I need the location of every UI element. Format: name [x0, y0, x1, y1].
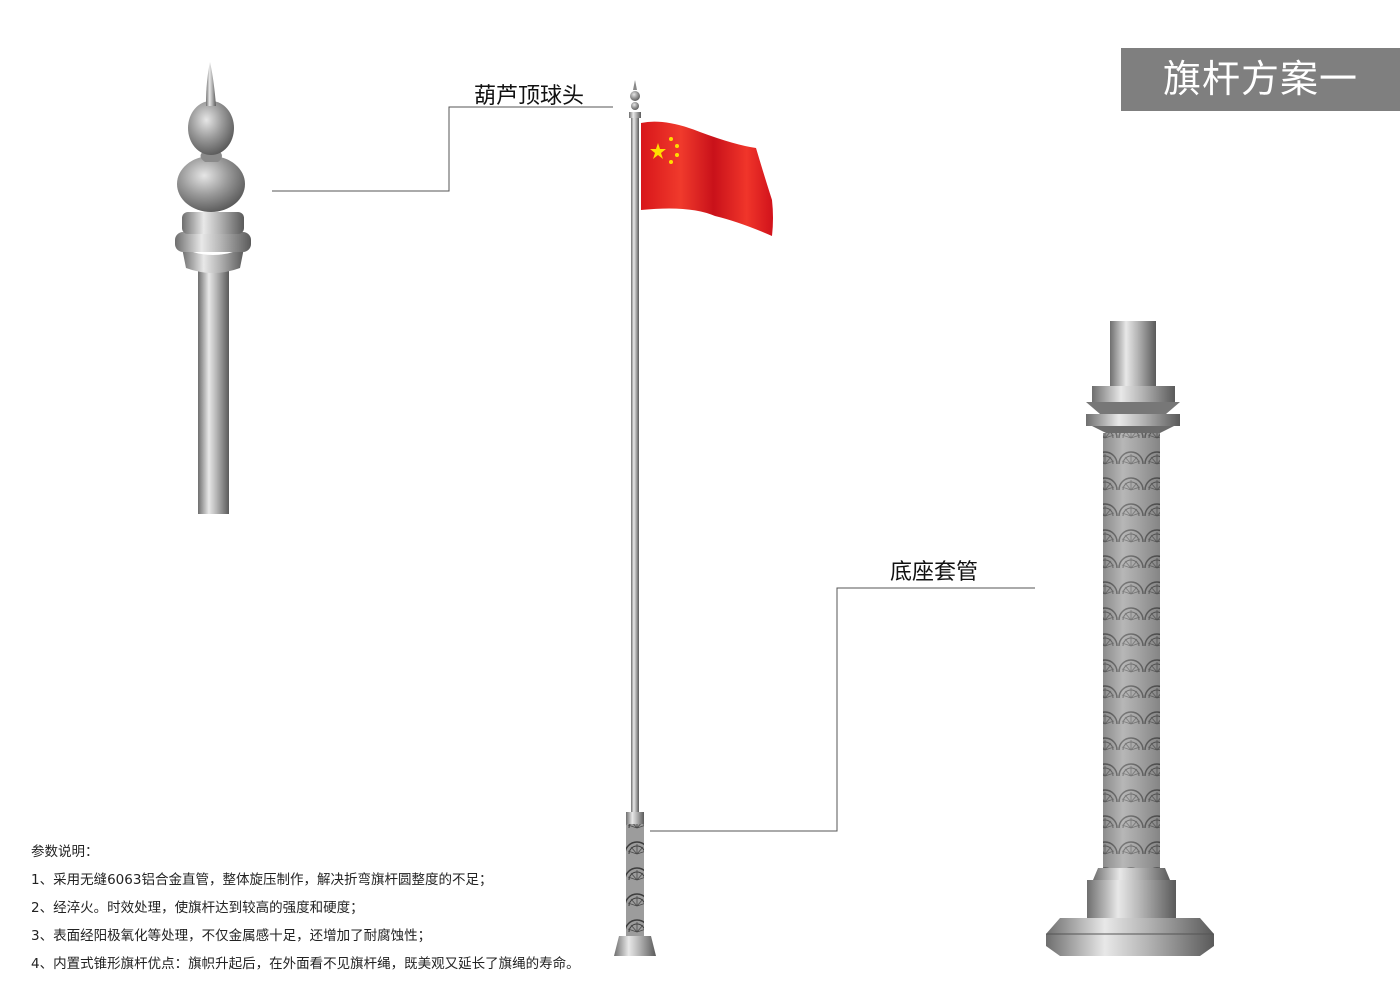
- callout-label-finial: 葫芦顶球头: [474, 84, 585, 109]
- flagpole-illustration: [614, 80, 656, 956]
- parameter-item: 2、经淬火。时效处理，使旗杆达到较高的强度和硬度；: [31, 900, 364, 916]
- national-flag: [641, 121, 773, 236]
- parameter-heading: 参数说明：: [31, 844, 99, 860]
- parameter-notes: 参数说明： 1、采用无缝6063铝合金直管，整体旋压制作，解决折弯旗杆圆整度的不…: [31, 840, 580, 980]
- parameter-item: 1、采用无缝6063铝合金直管，整体旋压制作，解决折弯旗杆圆整度的不足；: [31, 872, 493, 888]
- callout-label-base: 底座套管: [890, 560, 979, 585]
- parameter-item: 4、内置式锥形旗杆优点：旗帜升起后，在外面看不见旗杆绳，既美观又延长了旗绳的寿命…: [31, 956, 580, 972]
- parameter-item: 3、表面经阳极氧化等处理，不仅金属感十足，还增加了耐腐蚀性；: [31, 928, 432, 944]
- callout-line-top: [272, 106, 613, 192]
- gourd-finial-illustration: [175, 62, 251, 514]
- page-title: 旗杆方案一: [1121, 48, 1400, 111]
- callout-line-base: [650, 587, 1035, 832]
- base-sleeve-illustration: [1046, 321, 1214, 956]
- flag-big-star: [650, 143, 666, 159]
